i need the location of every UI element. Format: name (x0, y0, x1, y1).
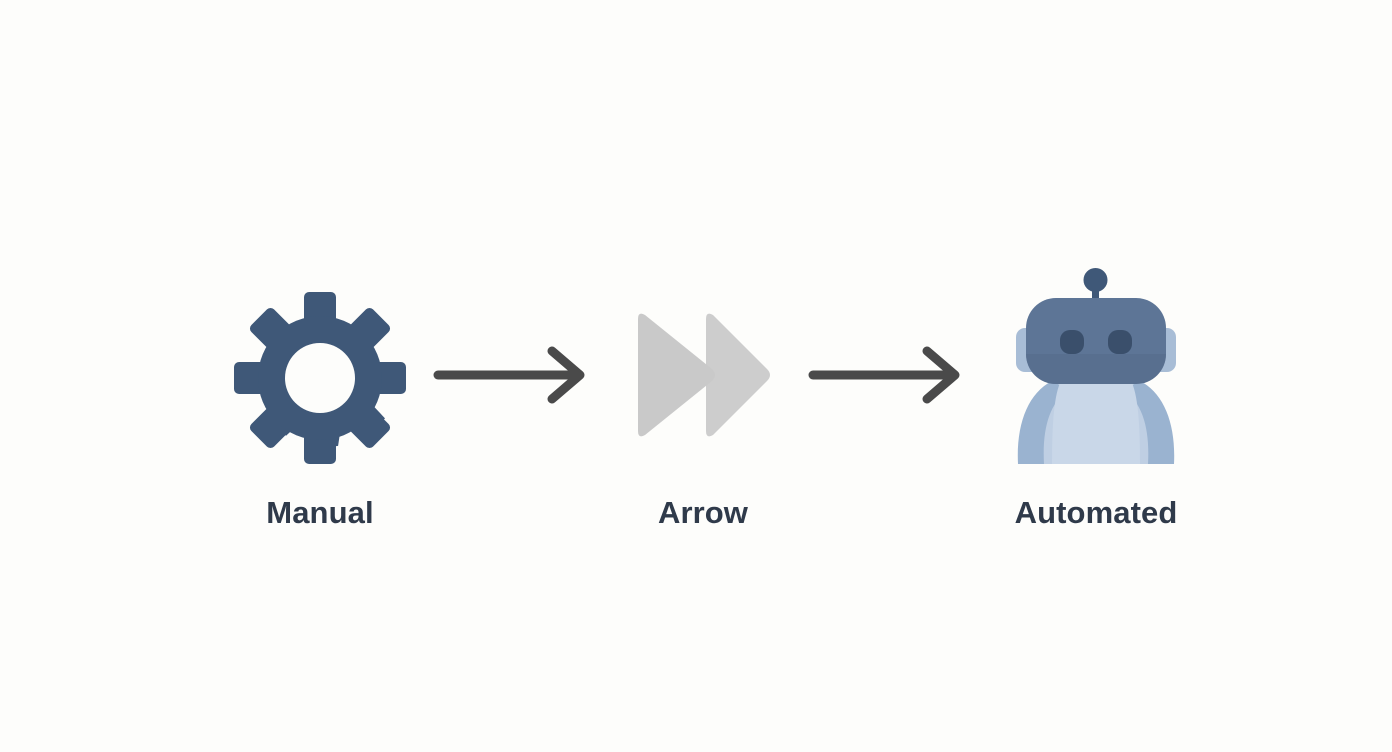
label-slot-automated: Automated (976, 497, 1216, 528)
gear-icon-container[interactable] (200, 285, 440, 465)
arrow-right-icon (808, 346, 960, 404)
double-chevron-icon (638, 313, 770, 437)
connector-arrow-1 (430, 345, 600, 405)
arrow-right-icon (433, 346, 585, 404)
robot-icon-container[interactable] (976, 267, 1216, 465)
robot-icon (1016, 267, 1176, 464)
flow-step-label-manual: Manual (266, 495, 374, 530)
flow-step-automated[interactable] (976, 267, 1216, 465)
flow-step-manual[interactable] (200, 285, 440, 465)
gear-icon (234, 291, 406, 464)
label-slot-manual: Manual (200, 497, 440, 528)
flow-step-arrow[interactable] (583, 285, 823, 465)
label-slot-arrow: Arrow (583, 497, 823, 528)
connector-arrow-2 (805, 345, 975, 405)
double-chevron-icon-container[interactable] (583, 285, 823, 465)
flow-step-label-automated: Automated (1014, 495, 1178, 530)
flow-step-label-arrow: Arrow (657, 495, 749, 530)
